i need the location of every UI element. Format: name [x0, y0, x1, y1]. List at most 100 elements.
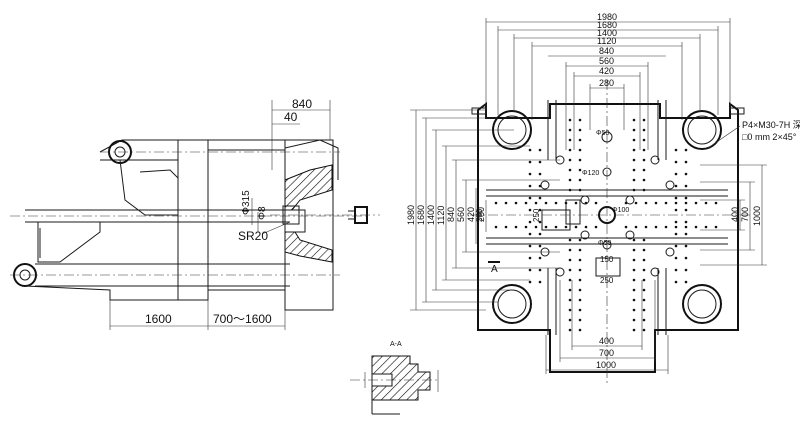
threaded-hole — [684, 184, 688, 188]
threaded-hole — [564, 201, 568, 205]
threaded-hole — [642, 298, 646, 302]
threaded-hole — [538, 232, 542, 236]
threaded-hole — [704, 201, 708, 205]
threaded-hole — [674, 208, 678, 212]
left-dim-1120: 1120 — [436, 206, 446, 225]
left-dimension-chain: 1980 1680 1400 1120 840 560 420 280 — [406, 109, 560, 311]
dim-8-label: Φ8 — [257, 206, 268, 220]
threaded-hole — [568, 278, 572, 282]
threaded-hole — [528, 256, 532, 260]
threaded-hole — [632, 298, 636, 302]
threaded-hole — [578, 318, 582, 322]
threaded-hole — [538, 256, 542, 260]
threaded-hole — [538, 196, 542, 200]
threaded-hole — [644, 201, 648, 205]
threaded-hole — [642, 138, 646, 142]
threaded-hole — [528, 244, 532, 248]
threaded-hole — [642, 288, 646, 292]
threaded-hole — [568, 118, 572, 122]
threaded-hole — [538, 148, 542, 152]
right-dimension-chain: 400 700 1000 — [700, 164, 767, 266]
threaded-hole — [714, 201, 718, 205]
threaded-hole — [528, 232, 532, 236]
side-view: 840 40 — [10, 97, 380, 330]
threaded-hole — [674, 160, 678, 164]
threaded-hole — [554, 201, 558, 205]
threaded-hole — [632, 328, 636, 332]
threaded-hole — [642, 188, 646, 192]
threaded-hole — [642, 268, 646, 272]
left-dim-1400: 1400 — [426, 205, 436, 225]
threaded-hole — [632, 278, 636, 282]
threaded-hole — [578, 188, 582, 192]
threaded-hole — [538, 160, 542, 164]
threaded-hole — [654, 201, 658, 205]
threaded-hole — [524, 225, 528, 229]
bottom-dimension-chain: 400 700 1000 — [545, 280, 669, 374]
threaded-hole — [684, 148, 688, 152]
section-title: A-A — [390, 341, 402, 348]
threaded-hole — [632, 178, 636, 182]
threaded-hole — [578, 238, 582, 242]
threaded-hole — [578, 258, 582, 262]
threaded-hole — [642, 168, 646, 172]
threaded-hole — [584, 225, 588, 229]
right-dim-700: 700 — [740, 207, 750, 222]
threaded-hole — [644, 225, 648, 229]
threaded-hole — [684, 208, 688, 212]
threaded-hole — [578, 278, 582, 282]
threaded-hole — [568, 188, 572, 192]
threaded-hole — [494, 201, 498, 205]
threaded-hole — [514, 201, 518, 205]
threaded-hole — [632, 268, 636, 272]
threaded-hole — [674, 280, 678, 284]
threaded-hole — [642, 308, 646, 312]
threaded-hole — [578, 288, 582, 292]
bottom-dim-700: 700 — [599, 348, 614, 358]
threaded-hole — [578, 148, 582, 152]
threaded-hole — [528, 196, 532, 200]
threaded-hole — [524, 201, 528, 205]
threaded-hole — [568, 248, 572, 252]
threaded-hole — [632, 118, 636, 122]
threaded-hole — [684, 220, 688, 224]
threaded-hole — [632, 288, 636, 292]
threaded-hole — [554, 225, 558, 229]
threaded-hole — [568, 148, 572, 152]
section-aa: A-A — [350, 341, 440, 415]
dim-1600-label: 1600 — [145, 312, 172, 326]
threaded-hole — [538, 280, 542, 284]
threaded-hole — [684, 201, 688, 205]
threaded-hole — [568, 308, 572, 312]
threaded-hole — [674, 172, 678, 176]
threaded-hole — [538, 208, 542, 212]
threaded-hole — [664, 225, 668, 229]
threaded-hole — [632, 258, 636, 262]
threaded-hole — [528, 160, 532, 164]
threaded-hole — [504, 201, 508, 205]
threaded-hole — [568, 178, 572, 182]
threaded-hole — [642, 258, 646, 262]
left-dim-420: 420 — [466, 207, 476, 222]
left-dim-1980: 1980 — [406, 205, 416, 225]
threaded-hole — [642, 148, 646, 152]
left-dim-840: 840 — [446, 207, 456, 222]
top-dim-1120: 1120 — [597, 36, 616, 46]
threaded-hole — [534, 201, 538, 205]
threaded-hole — [538, 268, 542, 272]
top-dim-1680: 1680 — [597, 20, 617, 30]
threaded-hole — [632, 168, 636, 172]
top-dim-840: 840 — [599, 46, 614, 56]
threaded-hole — [578, 178, 582, 182]
threaded-hole — [568, 268, 572, 272]
threaded-hole — [684, 172, 688, 176]
threaded-hole — [578, 248, 582, 252]
threaded-hole — [578, 118, 582, 122]
threaded-hole — [632, 248, 636, 252]
threaded-hole — [632, 138, 636, 142]
threaded-hole — [674, 225, 678, 229]
threaded-hole — [694, 225, 698, 229]
threaded-hole — [684, 280, 688, 284]
threaded-hole — [694, 201, 698, 205]
